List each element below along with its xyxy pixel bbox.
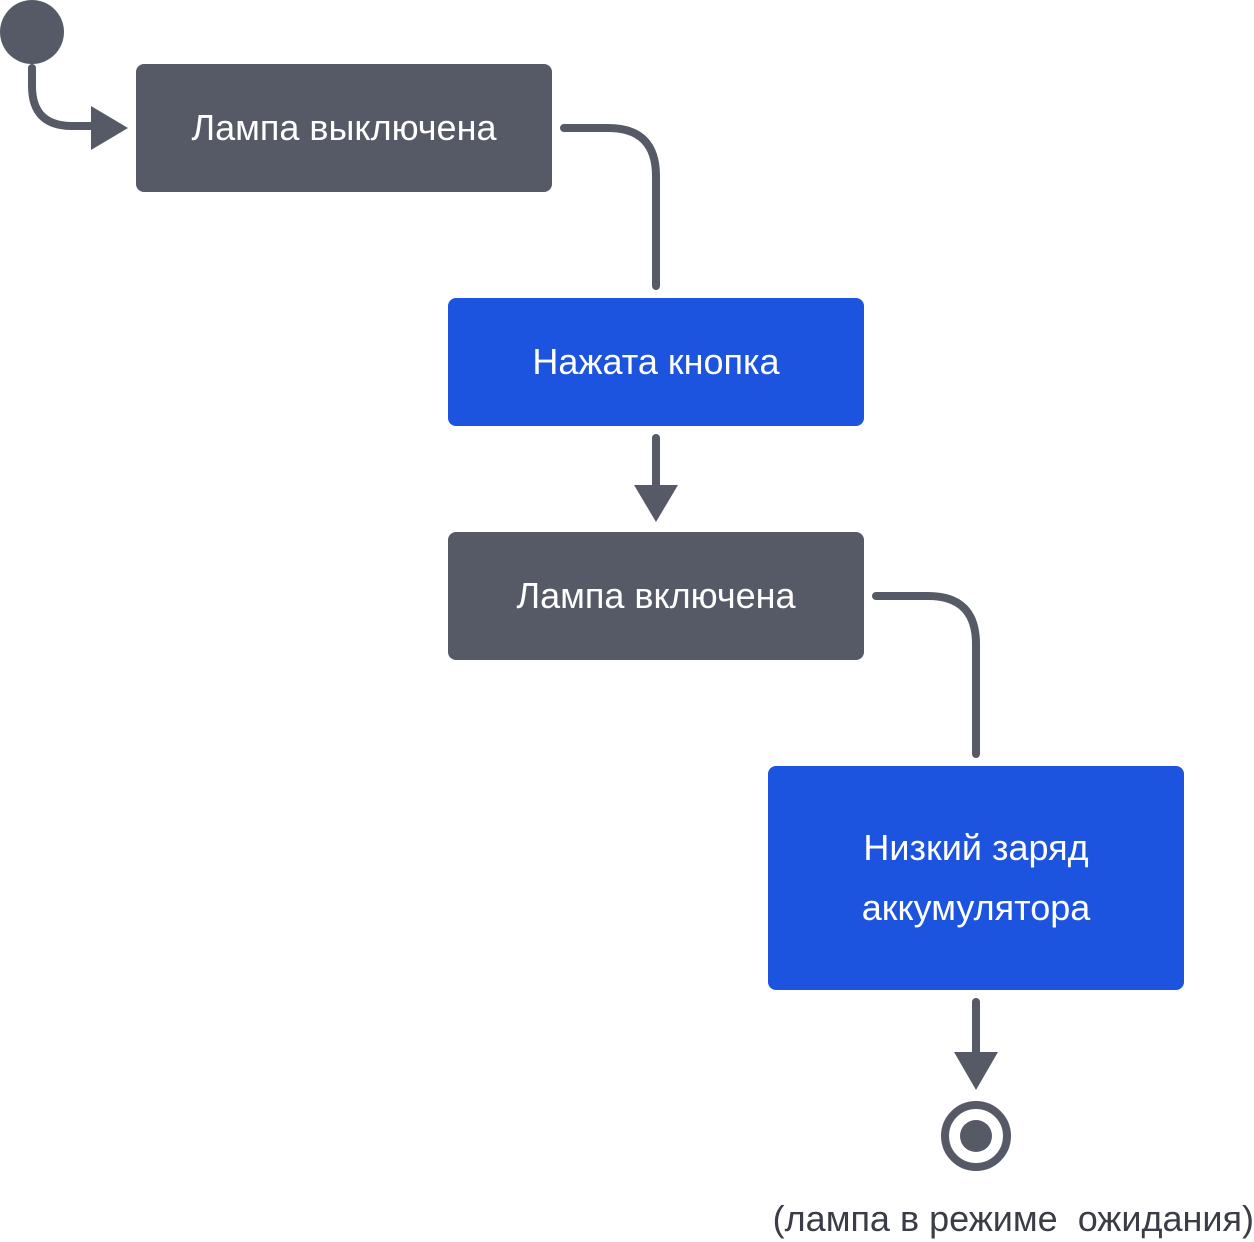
final-state-caption: (лампа в режиме ожидания)	[772, 1198, 1254, 1239]
arrowhead-to-lamp-on	[634, 485, 678, 522]
event-button-pressed-label: Нажата кнопка	[532, 341, 780, 382]
event-low-battery: Низкий заряд аккумулятора	[768, 766, 1184, 990]
state-lamp-off: Лампа выключена	[136, 64, 552, 192]
arrowhead-to-lamp-off	[91, 106, 128, 150]
state-lamp-on-label: Лампа включена	[516, 575, 796, 616]
edge-lamp-off-to-pressed	[560, 124, 660, 290]
edge-start-to-lamp-off	[28, 64, 98, 130]
edge-lamp-on-to-low-bat	[872, 592, 980, 758]
state-lamp-on: Лампа включена	[448, 532, 864, 660]
state-lamp-off-label: Лампа выключена	[191, 107, 497, 148]
arrowhead-to-final	[954, 1052, 998, 1090]
event-low-battery-label: Низкий заряд аккумулятора	[861, 827, 1091, 928]
final-state-icon	[941, 1101, 1011, 1171]
initial-state-icon	[0, 0, 64, 64]
event-button-pressed: Нажата кнопка	[448, 298, 864, 426]
